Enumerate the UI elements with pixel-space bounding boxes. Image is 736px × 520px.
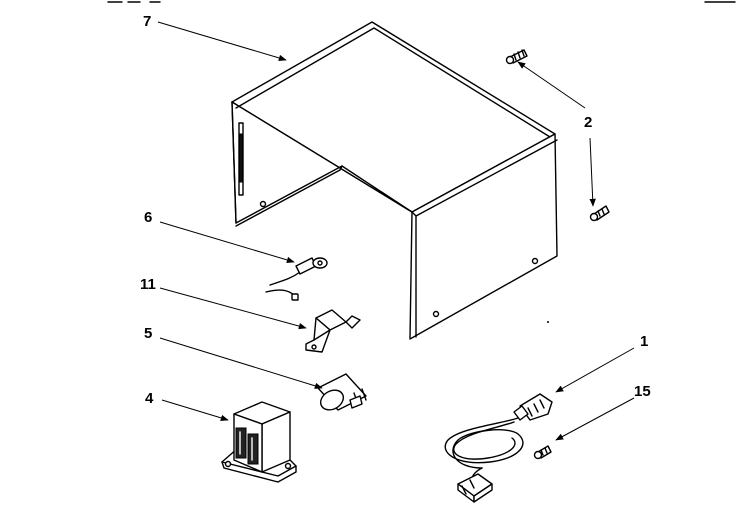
callout-15: 15 (634, 383, 651, 400)
transformer[interactable] (221, 401, 297, 483)
callout-11: 11 (140, 276, 156, 293)
stray-dot (547, 321, 549, 323)
cabinet-wrapper[interactable] (231, 21, 558, 340)
cord-screw[interactable] (533, 445, 552, 460)
callout-4: 4 (145, 390, 154, 407)
callout-5: 5 (144, 325, 152, 342)
callout-1: 1 (640, 333, 648, 350)
capacitor-bracket[interactable] (305, 309, 361, 353)
leader-11 (159, 287, 307, 330)
leader-15 (555, 397, 635, 441)
callout-2: 2 (584, 114, 592, 131)
screws[interactable] (505, 49, 610, 222)
leader-lines (157, 21, 635, 441)
capacitor[interactable] (317, 373, 367, 414)
leader-6 (159, 221, 295, 264)
leader-2-upper (517, 61, 586, 109)
leader-7 (157, 21, 287, 62)
leader-5 (159, 337, 323, 389)
callout-7: 7 (143, 13, 151, 30)
ground-wire[interactable] (265, 257, 328, 301)
leader-4 (161, 399, 229, 421)
leader-1 (555, 347, 635, 393)
screw-lower[interactable] (589, 205, 610, 222)
screw-upper[interactable] (505, 49, 528, 65)
callout-6: 6 (144, 209, 152, 226)
callout-labels: 7 2 6 11 5 4 1 15 (140, 13, 651, 407)
power-cord[interactable] (444, 393, 553, 503)
leader-2-lower (589, 137, 596, 207)
